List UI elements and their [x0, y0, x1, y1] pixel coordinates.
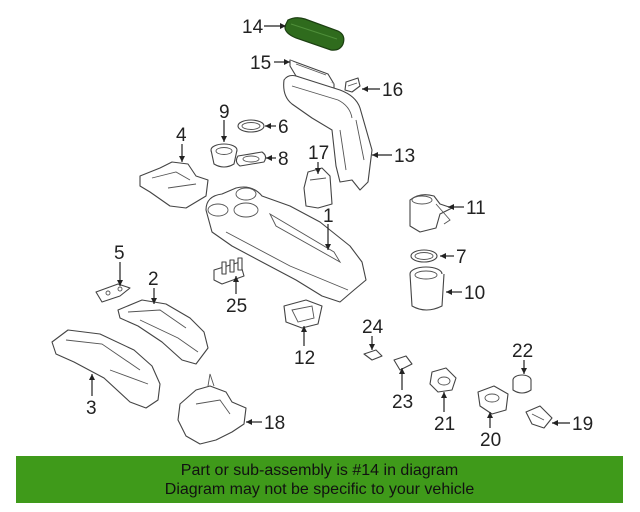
label-7: 7 [456, 247, 467, 268]
parts-diagram: 14 15 16 9 6 4 8 17 13 1 11 7 5 2 10 25 … [51, 17, 593, 451]
label-16: 16 [382, 80, 403, 101]
part-4-bracket[interactable] [139, 161, 209, 209]
label-1: 1 [323, 206, 334, 227]
label-8: 8 [278, 149, 289, 170]
label-13: 13 [394, 146, 415, 167]
part-14-armrest-pad[interactable] [284, 17, 345, 51]
banner-line-part: Part or sub-assembly is #14 in diagram [180, 461, 459, 479]
part-19-plug[interactable] [525, 405, 553, 429]
part-2-duct[interactable] [117, 299, 209, 365]
part-9-cup-insert[interactable] [210, 143, 238, 168]
part-17-shifter-boot[interactable] [303, 167, 333, 209]
part-1-center-console[interactable] [205, 186, 367, 303]
part-16-clip[interactable] [344, 77, 361, 93]
leader-lines [89, 23, 570, 428]
part-25-connectors[interactable] [213, 257, 245, 285]
part-20-socket-assembly[interactable] [477, 385, 509, 415]
callout-labels: 14 15 16 9 6 4 8 17 13 1 11 7 5 2 10 25 … [86, 17, 593, 451]
info-banner: Part or sub-assembly is #14 in diagram D… [16, 456, 623, 503]
label-17: 17 [308, 143, 329, 164]
label-6: 6 [278, 117, 289, 138]
part-5-plate[interactable] [95, 283, 131, 303]
part-3-base[interactable] [51, 329, 161, 409]
label-11: 11 [466, 198, 486, 219]
label-22: 22 [512, 341, 533, 362]
label-10: 10 [464, 283, 485, 304]
part-18-mount[interactable] [177, 373, 247, 445]
part-24-switch[interactable] [363, 349, 383, 361]
part-22-socket[interactable] [512, 374, 532, 394]
part-8-seal[interactable] [235, 151, 267, 167]
label-20: 20 [480, 430, 501, 451]
label-25: 25 [226, 296, 247, 317]
part-21-lighter[interactable] [429, 367, 457, 393]
label-3: 3 [86, 398, 97, 419]
banner-line-disclaimer: Diagram may not be specific to your vehi… [164, 480, 475, 498]
label-15: 15 [250, 53, 271, 74]
part-6-ring[interactable] [237, 119, 265, 133]
label-5: 5 [114, 243, 125, 264]
label-18: 18 [264, 413, 285, 434]
part-15-storage-tray[interactable] [289, 59, 335, 91]
label-21: 21 [434, 414, 455, 435]
label-19: 19 [572, 414, 593, 435]
label-14: 14 [242, 17, 264, 38]
part-7-ring[interactable] [410, 249, 438, 263]
label-12: 12 [294, 348, 315, 369]
part-12-pocket[interactable] [283, 299, 323, 329]
part-13-armrest-housing[interactable] [283, 74, 373, 191]
label-9: 9 [219, 102, 230, 123]
part-10-sleeve[interactable] [409, 266, 445, 311]
label-2: 2 [148, 269, 159, 290]
label-23: 23 [392, 392, 413, 413]
part-11-cup-holder[interactable] [409, 194, 453, 233]
label-4: 4 [176, 125, 187, 146]
part-23-clip[interactable] [393, 355, 413, 371]
label-24: 24 [362, 317, 384, 338]
